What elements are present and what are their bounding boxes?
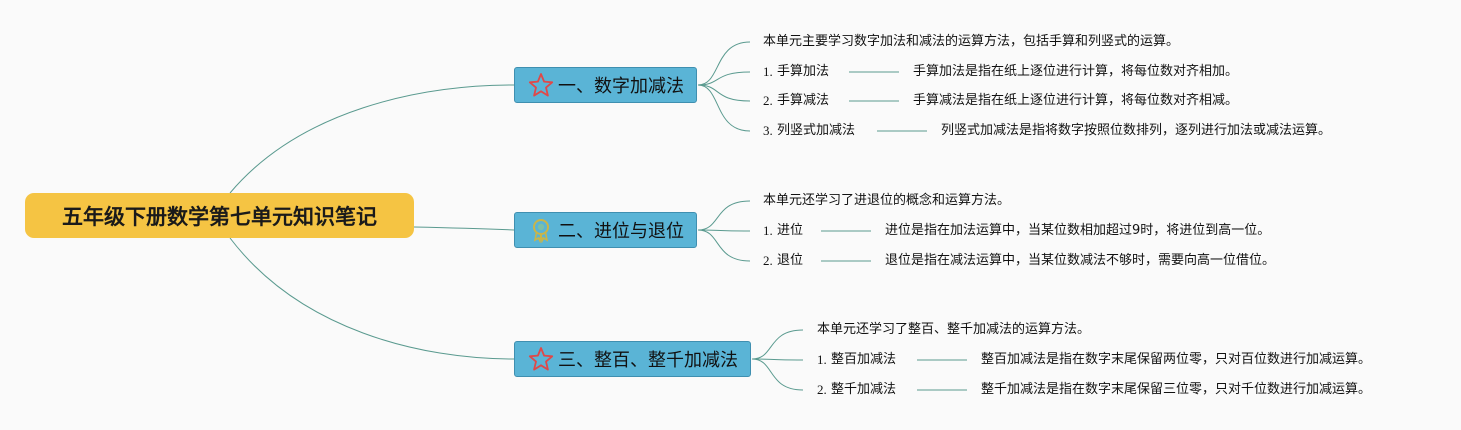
branch-2-intro: 本单元还学习了进退位的概念和运算方法。: [763, 193, 1011, 208]
branch-3-item-1-name[interactable]: 整百加减法: [831, 352, 897, 367]
connector-root-branch-2: [413, 226, 515, 231]
branch-1-item-3-name[interactable]: 列竖式加减法: [777, 123, 856, 138]
branch-2-item-2-num: 2.: [763, 253, 773, 268]
branch-1-item-1-num: 1.: [763, 64, 773, 79]
branch-2-item-1-num: 1.: [763, 223, 773, 238]
branch-1-item-3-num: 3.: [763, 123, 773, 138]
branch-1-intro: 本单元主要学习数字加法和减法的运算方法，包括手算和列竖式的运算。: [763, 34, 1180, 49]
connector-branch-2-leaf-2: [697, 229, 751, 232]
branch-1-item-2-num: 2.: [763, 93, 773, 108]
connector-root-branch-3: [229, 237, 515, 360]
connector-root-branch-1: [229, 84, 515, 194]
branch-1-item-1-name[interactable]: 手算加法: [777, 64, 830, 79]
star-icon: [528, 73, 554, 97]
branch-1-item-2-desc: 手算减法是指在纸上逐位进行计算，将每位数对齐相减。: [913, 93, 1239, 108]
ribbon-badge-icon: [533, 219, 549, 243]
connector-branch-2-leaf-3: [697, 229, 751, 262]
branch-3-item-2-num: 2.: [817, 382, 827, 397]
branch-1-item-2-name[interactable]: 手算减法: [777, 93, 830, 108]
branch-2-label: 二、进位与退位: [558, 221, 684, 242]
connector-branch-1-leaf-4: [697, 84, 751, 132]
branch-3-item-2-name[interactable]: 整千加减法: [831, 382, 897, 397]
branch-1-item-1-desc: 手算加法是指在纸上逐位进行计算，将每位数对齐相加。: [913, 64, 1239, 79]
branch-3-label: 三、整百、整千加减法: [558, 350, 738, 371]
branch-3-item-1-num: 1.: [817, 352, 827, 367]
connector-branch-1-leaf-1: [697, 41, 751, 86]
root-topic[interactable]: 五年级下册数学第七单元知识笔记: [25, 193, 414, 238]
branch-1-topic[interactable]: 一、数字加减法: [514, 67, 697, 103]
branch-2-item-1-desc: 进位是指在加法运算中，当某位数相加超过9时，将进位到高一位。: [885, 223, 1271, 238]
connector-branch-3-leaf-2: [751, 358, 804, 361]
star-icon: [528, 347, 554, 371]
branch-2-item-1-name[interactable]: 进位: [777, 223, 804, 238]
branch-2-topic[interactable]: 二、进位与退位: [514, 212, 697, 248]
branch-3-topic[interactable]: 三、整百、整千加减法: [514, 341, 751, 377]
root-topic-label: 五年级下册数学第七单元知识笔记: [62, 204, 377, 229]
branch-3-item-2-desc: 整千加减法是指在数字末尾保留三位零，只对千位数进行加减运算。: [981, 382, 1372, 397]
connector-branch-2-leaf-1: [697, 200, 751, 231]
branch-2-item-2-desc: 退位是指在减法运算中，当某位数减法不够时，需要向高一位借位。: [885, 253, 1276, 268]
branch-1-item-3-desc: 列竖式加减法是指将数字按照位数排列，逐列进行加法或减法运算。: [941, 123, 1332, 138]
branch-2-item-2-name[interactable]: 退位: [777, 253, 804, 268]
branch-3-item-1-desc: 整百加减法是指在数字末尾保留两位零，只对百位数进行加减运算。: [981, 352, 1372, 367]
connector-branch-3-leaf-1: [751, 329, 804, 360]
branch-3-intro: 本单元还学习了整百、整千加减法的运算方法。: [817, 322, 1091, 337]
connector-branch-1-leaf-3: [697, 84, 751, 102]
connector-branch-1-leaf-2: [697, 71, 751, 86]
branch-1-label: 一、数字加减法: [558, 76, 684, 97]
connector-branch-3-leaf-3: [751, 358, 804, 391]
